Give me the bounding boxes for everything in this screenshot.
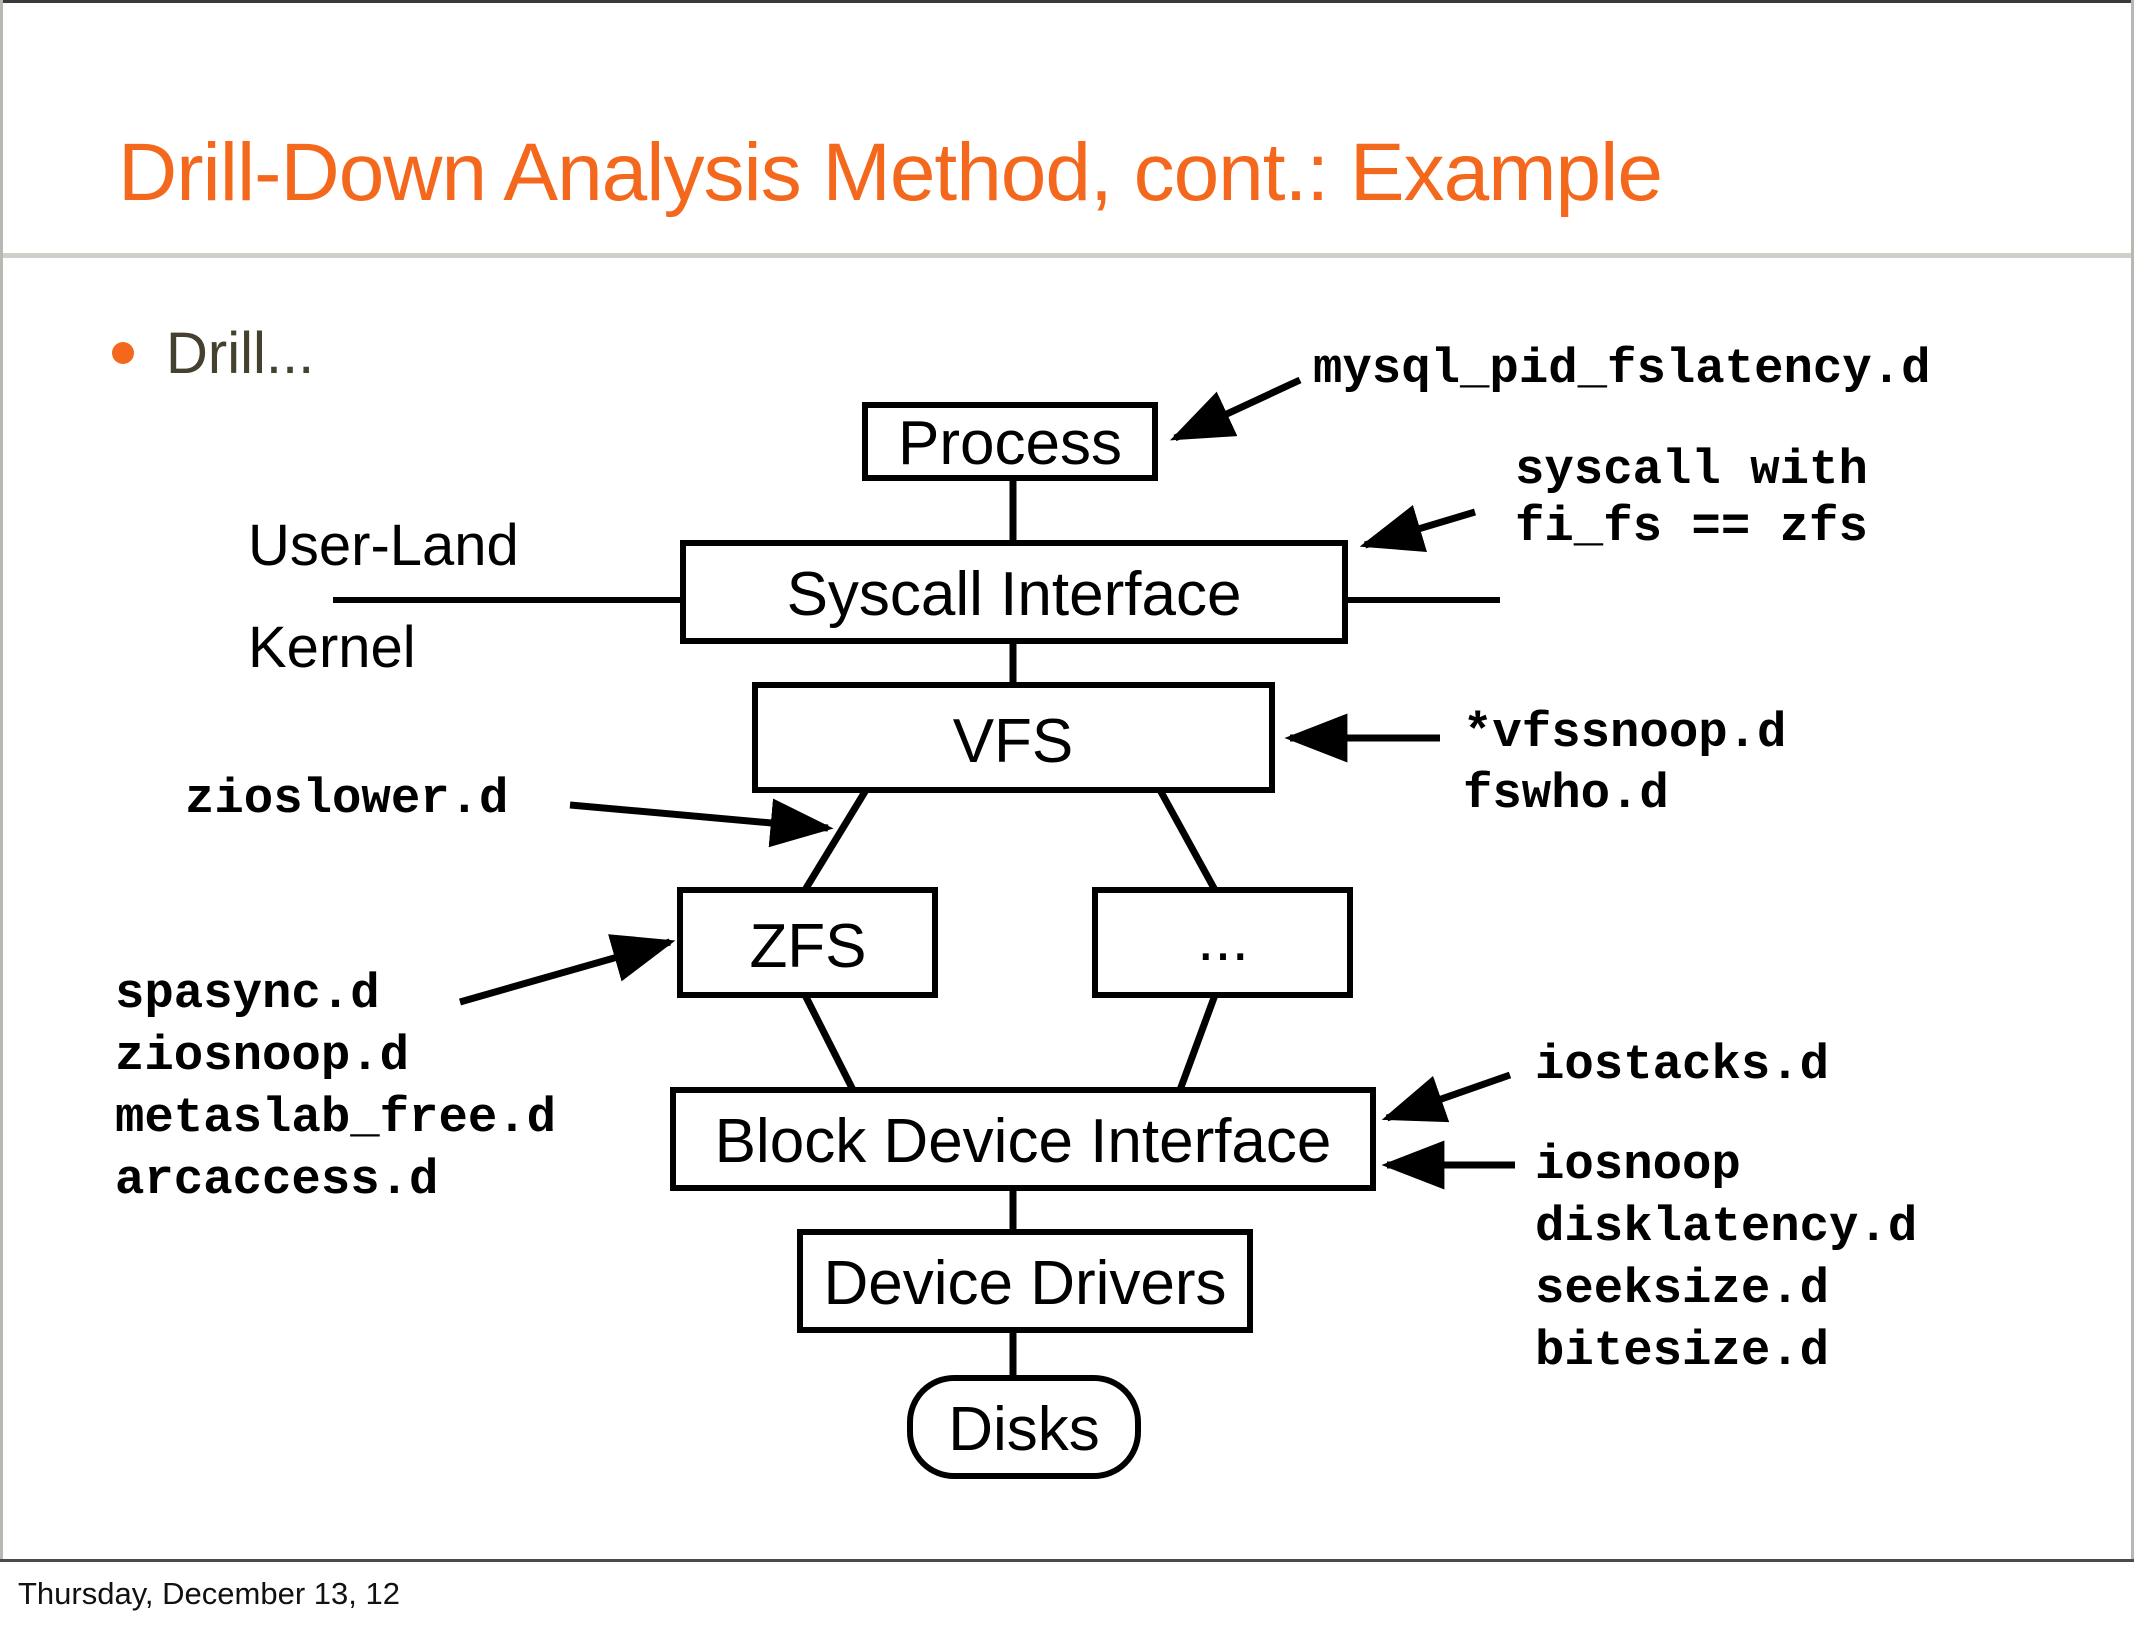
pointer-zioslower-to-vfs-zfs-link [569,798,834,848]
box-process-label: Process [898,409,1122,478]
pointer-to-syscall-interface [1359,505,1477,552]
annotation-syscall-tool-line1: syscall with [1515,442,1868,498]
slide-footer-date: Thursday, December 13, 12 [18,1576,400,1611]
annotation-zfs-tool-line2: ziosnoop.d [115,1028,409,1084]
annotation-vfs-tool-line1: *vfssnoop.d [1463,705,1786,761]
annotation-block-tool-line5: bitesize.d [1535,1323,1829,1379]
slide-border-left [0,0,3,1562]
io-stack-diagram: Process Syscall Interface VFS ZFS ... Bl… [115,341,1931,1479]
box-zfs-label: ZFS [749,912,866,981]
box-vfs [752,682,1275,793]
box-disks-label: Disks [948,1395,1100,1464]
annotation-zfs-tool-line4: arcaccess.d [115,1152,438,1208]
box-device-drivers-label: Device Drivers [823,1249,1226,1318]
annotation-vfs-tool-line2: fswho.d [1463,766,1669,822]
pointer-iostacks-to-block [1381,1071,1512,1123]
annotation-block-tool-line2: iosnoop [1535,1137,1741,1193]
bullet-item: Drill... [112,318,314,388]
pointer-zfs-tools-to-zfs [459,934,676,1006]
box-syscall-interface-label: Syscall Interface [787,560,1242,629]
annotation-zfs-tool-line1: spasync.d [115,966,380,1022]
box-process [862,402,1158,481]
annotation-block-tool-line4: seeksize.d [1535,1261,1829,1317]
box-block-device-interface [670,1087,1376,1191]
title-divider [3,253,2131,258]
box-device-drivers [797,1229,1253,1333]
annotation-process-tool: mysql_pid_fslatency.d [1313,341,1931,397]
connector-otherfs-block [1176,993,1219,1092]
bullet-dot-icon [112,342,134,364]
box-other-filesystems [1092,887,1353,998]
userland-label: User-Land [248,513,519,578]
box-syscall-interface [680,540,1348,644]
pointer-to-process [1169,376,1302,442]
box-disks [907,1375,1141,1479]
bullet-item-label: Drill... [166,320,315,386]
connector-zfs-block [801,993,857,1092]
connector-vfs-zfs [802,788,869,892]
kernel-label: Kernel [248,615,416,680]
connector-vfs-otherfs [1156,788,1219,892]
annotation-block-tool-line3: disklatency.d [1535,1199,1917,1255]
slide-border-bottom [0,1559,2134,1562]
box-block-device-interface-label: Block Device Interface [715,1107,1332,1176]
slide-border-right [2131,0,2134,1562]
box-vfs-label: VFS [953,707,1074,776]
slide-title: Drill-Down Analysis Method, cont.: Examp… [118,127,1663,218]
slide-border-top [0,0,2134,3]
box-zfs [677,887,938,998]
box-other-filesystems-label: ... [1197,905,1249,974]
annotation-syscall-tool-line2: fi_fs == zfs [1515,499,1868,555]
annotation-zfs-tool-line3: metaslab_free.d [115,1090,556,1146]
annotation-block-tool-line1: iostacks.d [1535,1037,1829,1093]
annotation-zioslower: zioslower.d [185,771,508,827]
